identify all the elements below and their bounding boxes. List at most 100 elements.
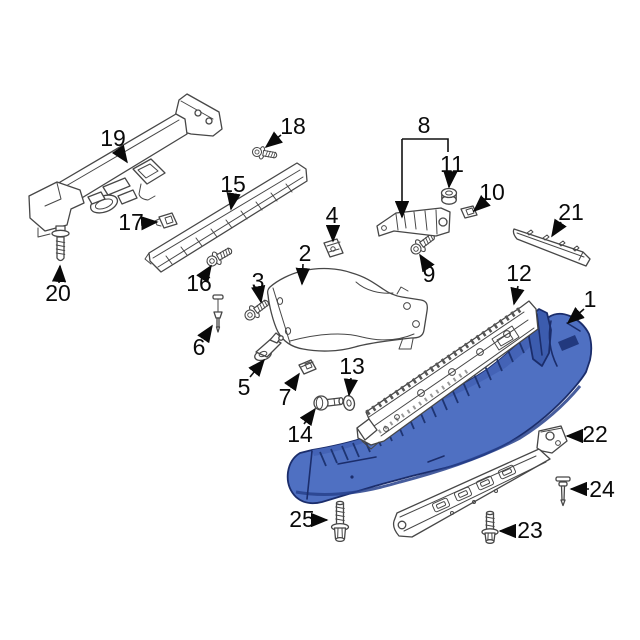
part-24-push-pin[interactable] — [555, 476, 571, 507]
callout-15[interactable]: 15 — [220, 171, 246, 211]
callout-8[interactable]: 8 — [394, 112, 449, 219]
callout-21-arrow — [551, 218, 567, 238]
callout-10-arrow — [472, 194, 491, 213]
callout-16[interactable]: 16 — [186, 264, 212, 296]
callout-22[interactable]: 22 — [565, 421, 608, 447]
callout-17[interactable]: 17 — [118, 209, 159, 235]
callout-5[interactable]: 5 — [238, 358, 266, 400]
callout-14[interactable]: 14 — [287, 407, 316, 447]
callout-18-label[interactable]: 18 — [280, 113, 306, 139]
callout-11[interactable]: 11 — [440, 151, 464, 189]
callout-7-arrow — [283, 372, 300, 392]
callout-25[interactable]: 25 — [289, 506, 329, 532]
part-17-clip[interactable] — [154, 212, 178, 229]
callout-7[interactable]: 7 — [279, 372, 300, 410]
callout-1-arrow — [566, 307, 585, 325]
callout-2-arrow — [295, 263, 310, 286]
callout-12[interactable]: 12 — [506, 260, 532, 306]
part-2-bumper-side-cover[interactable] — [266, 267, 428, 352]
part-8-side-bracket[interactable] — [376, 207, 451, 237]
callout-1-label[interactable]: 1 — [584, 286, 597, 312]
callout-20-label[interactable]: 20 — [45, 280, 71, 306]
callout-16-label[interactable]: 16 — [186, 270, 212, 296]
part-12-impact-bar[interactable] — [356, 300, 539, 450]
bumper-bottom-shadow — [295, 385, 582, 496]
callout-2[interactable]: 2 — [295, 240, 312, 286]
callout-15-arrow — [226, 192, 241, 211]
callout-18[interactable]: 18 — [264, 113, 306, 148]
callout-14-arrow — [299, 407, 316, 427]
callout-13-arrow — [343, 377, 359, 397]
callout-21-label[interactable]: 21 — [558, 199, 584, 225]
callout-3-label[interactable]: 3 — [252, 268, 265, 294]
part-4-clip[interactable] — [323, 238, 344, 258]
callout-21[interactable]: 21 — [551, 199, 584, 238]
callout-25-label[interactable]: 25 — [289, 506, 315, 532]
callout-16-arrow — [196, 264, 212, 284]
part-13-grommet[interactable] — [342, 395, 356, 412]
callout-9-label[interactable]: 9 — [423, 261, 436, 287]
callout-8-label[interactable]: 8 — [418, 112, 431, 138]
part-3-screw[interactable] — [241, 295, 273, 325]
callout-5-arrow — [248, 358, 266, 378]
part-22-skid-plate[interactable] — [392, 425, 568, 538]
callout-12-label[interactable]: 12 — [506, 260, 532, 286]
callout-6-label[interactable]: 6 — [193, 334, 206, 360]
callout-4-label[interactable]: 4 — [326, 202, 339, 228]
callout-18-arrow — [264, 131, 283, 148]
callout-5-label[interactable]: 5 — [238, 374, 251, 400]
callout-24[interactable]: 24 — [569, 476, 615, 502]
callout-14-label[interactable]: 14 — [287, 421, 313, 447]
part-5-retainer-clip[interactable] — [253, 332, 284, 362]
impact-bar-serration — [365, 305, 524, 416]
callout-19-arrow — [111, 144, 128, 164]
part-16-screw[interactable] — [203, 243, 236, 271]
callout-23[interactable]: 23 — [498, 517, 543, 543]
callout-24-label[interactable]: 24 — [589, 476, 615, 502]
callout-20-arrow — [51, 264, 67, 284]
part-20-bolt[interactable] — [51, 225, 70, 262]
part-6-pin[interactable] — [212, 294, 224, 333]
callout-11-arrow — [443, 170, 458, 189]
skid-plate-slots — [432, 464, 516, 515]
callout-13-label[interactable]: 13 — [339, 353, 365, 379]
part-25-bolt[interactable] — [330, 500, 350, 543]
part-11-nut[interactable] — [440, 187, 458, 205]
callout-10[interactable]: 10 — [472, 179, 505, 213]
callout-3-arrow — [251, 284, 266, 304]
callout-4[interactable]: 4 — [326, 202, 341, 243]
callout-15-label[interactable]: 15 — [220, 171, 246, 197]
callout-2-label[interactable]: 2 — [299, 240, 312, 266]
callout-11-label[interactable]: 11 — [440, 151, 464, 177]
part-10-clip[interactable] — [460, 205, 478, 219]
part-18-screw[interactable] — [250, 144, 279, 163]
callout-13[interactable]: 13 — [339, 353, 365, 397]
callouts: 1 2 3 4 5 6 7 8 — [45, 112, 615, 543]
callout-20[interactable]: 20 — [45, 264, 71, 306]
callout-10-label[interactable]: 10 — [479, 179, 505, 205]
callout-22-label[interactable]: 22 — [582, 421, 608, 447]
callout-9-arrow — [419, 253, 435, 273]
part-7-clip-bracket[interactable] — [298, 359, 317, 375]
callout-17-arrow — [140, 215, 159, 231]
callout-7-label[interactable]: 7 — [279, 384, 292, 410]
callout-17-label[interactable]: 17 — [118, 209, 144, 235]
bumper-hole — [350, 475, 354, 479]
bumper-slot — [558, 335, 579, 351]
callout-1[interactable]: 1 — [566, 286, 597, 325]
part-15-reinforcement-rail[interactable] — [144, 162, 308, 273]
callout-6[interactable]: 6 — [193, 324, 213, 360]
part-23-bolt[interactable] — [481, 510, 499, 544]
part-14-shoulder-bolt[interactable] — [313, 395, 344, 411]
callout-6-arrow — [197, 324, 213, 344]
callout-23-label[interactable]: 23 — [517, 517, 543, 543]
callout-19[interactable]: 19 — [100, 125, 128, 164]
callout-19-label[interactable]: 19 — [100, 125, 126, 151]
callout-3[interactable]: 3 — [251, 268, 266, 304]
impact-bar-serration-inner — [377, 367, 472, 434]
callout-9[interactable]: 9 — [419, 253, 436, 287]
part-21-trim-strip[interactable] — [512, 228, 591, 267]
callout-12-arrow — [510, 285, 525, 306]
